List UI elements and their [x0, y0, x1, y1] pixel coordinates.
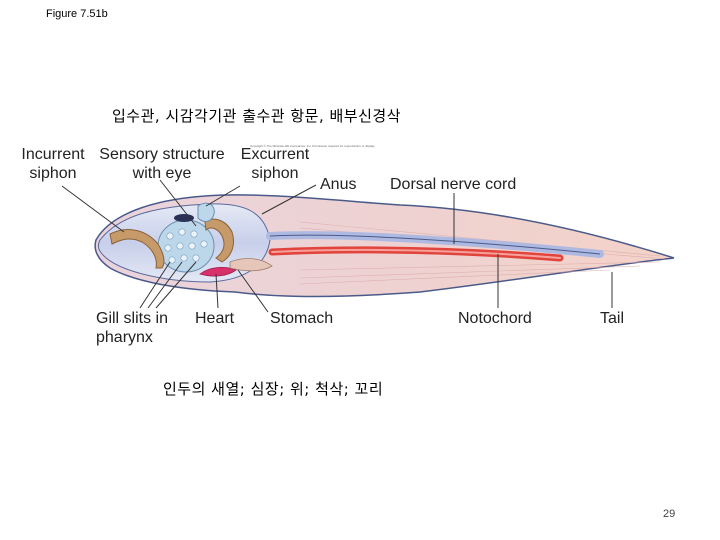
label-tail: Tail — [600, 310, 625, 327]
leader-lines — [61, 179, 613, 313]
figure-title: Figure 7.51b — [46, 8, 108, 20]
stomach-shape — [229, 258, 273, 272]
label-dorsal-nerve-cord: Dorsal nerve cord — [390, 176, 517, 193]
incurrent-siphon-shape — [109, 229, 165, 269]
gill-slits — [164, 228, 208, 264]
korean-caption-bottom: 인두의 새열; 심장; 위; 척삭; 꼬리 — [163, 380, 384, 398]
label-heart: Heart — [195, 310, 235, 327]
page-number: 29 — [663, 508, 676, 520]
eye-spot — [174, 214, 194, 222]
sensory-structure-shape — [197, 202, 215, 222]
excurrent-siphon-shape — [204, 218, 235, 263]
heart-shape — [199, 266, 237, 277]
label-excurrent-siphon: Excurrent siphon — [240, 146, 310, 182]
label-incurrent-siphon: Incurrent siphon — [18, 145, 88, 183]
label-sensory-structure: Sensory structure with eye — [99, 146, 225, 182]
label-stomach: Stomach — [270, 310, 334, 327]
label-gill-slits: Gill slits in pharynx — [96, 310, 169, 346]
label-anus: Anus — [320, 176, 357, 193]
copyright-notice: Copyright © The McGraw-Hill Companies, I… — [250, 144, 376, 148]
label-incurrent-siphon-text: Incurrent siphon — [21, 146, 85, 182]
label-notochord: Notochord — [458, 310, 532, 327]
korean-caption-top: 입수관, 시감각기관 출수관 항문, 배부신경삭 — [112, 107, 402, 125]
